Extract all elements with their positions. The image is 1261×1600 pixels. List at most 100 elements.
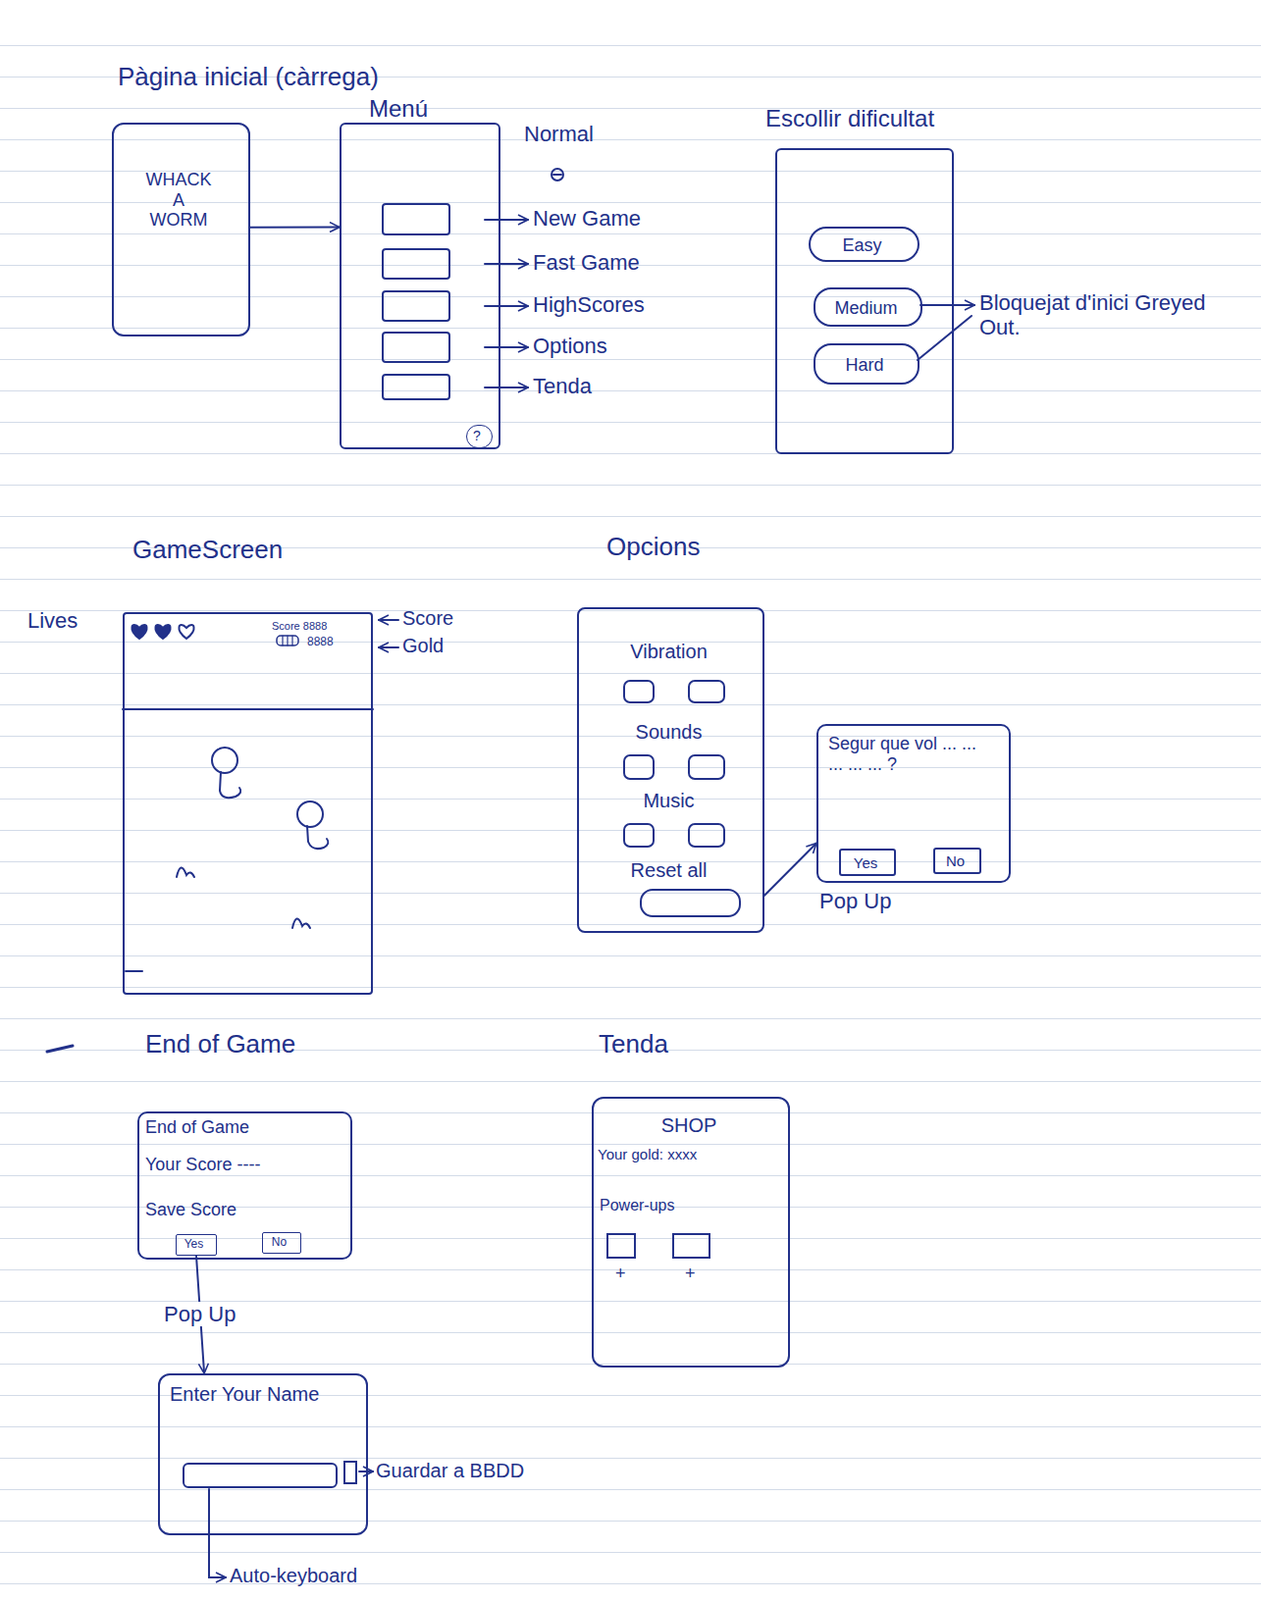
- screen-title: GameScreen: [132, 535, 283, 566]
- screen-title: Opcions: [606, 532, 700, 563]
- dialog-text: Segur que vol ... ... ... ... ... ?: [828, 734, 996, 775]
- annotation: Options: [532, 333, 608, 359]
- callout-arrow: [484, 262, 528, 265]
- button-label: Medium: [815, 298, 917, 319]
- annotation: Auto-keyboard: [229, 1565, 358, 1588]
- gold-readout: 8888: [307, 635, 334, 650]
- option-label: Vibration: [578, 640, 759, 664]
- callout-arrow: [484, 386, 528, 389]
- button: Hard: [813, 343, 920, 385]
- screen-frame: OpcionsVibrationSoundsMusicReset all: [577, 607, 765, 934]
- toggle-button: [688, 681, 725, 703]
- button: Yes: [839, 848, 896, 877]
- annotation: Gold: [402, 634, 444, 658]
- power-up-slot: [607, 1234, 635, 1259]
- edge-label: Pop Up: [160, 1302, 239, 1327]
- callout-arrow: [359, 1471, 373, 1473]
- gold-icon: [286, 635, 288, 646]
- screen-frame: Escollir dificultatEasyMediumHard: [775, 148, 954, 455]
- button: Medium: [813, 287, 923, 327]
- popup-dialog: Enter Your Name: [157, 1373, 368, 1536]
- popup-dialog: Segur que vol ... ... ... ... ... ? Yes No: [816, 724, 1011, 884]
- callout-arrow: [378, 619, 399, 622]
- screen-title: Menú: [368, 95, 428, 123]
- game-logo: WHACK A WORM: [143, 169, 214, 231]
- toggle-button: [688, 824, 725, 847]
- annotation: Pop Up: [819, 889, 892, 914]
- dialog-text: Save Score: [145, 1200, 237, 1221]
- gold-readout: Your gold: xxxx: [597, 1146, 697, 1163]
- icon-label: ?: [467, 427, 487, 444]
- score-readout: Score 8888: [271, 620, 327, 633]
- leader-line: [209, 1489, 226, 1578]
- life-heart: [131, 625, 147, 639]
- life-heart: [178, 625, 194, 639]
- worm: [297, 801, 323, 828]
- toggle-button: [624, 681, 654, 703]
- pen-stroke: [47, 1046, 73, 1052]
- button: No: [933, 847, 982, 875]
- button-label: Hard: [815, 355, 914, 376]
- worm: [307, 826, 328, 849]
- paper-ruling: [0, 39, 1261, 1600]
- mode-icon: [553, 173, 562, 176]
- gold-icon: [291, 635, 293, 646]
- flow-arrow: [764, 843, 817, 896]
- section-label: Power-ups: [599, 1197, 675, 1215]
- menu-button: [382, 374, 450, 400]
- button: No: [262, 1232, 302, 1255]
- callout-line: [917, 315, 972, 361]
- toggle-button: [688, 755, 725, 780]
- screen-title: Pàgina inicial (càrrega): [117, 62, 379, 93]
- flow-arrow: [250, 226, 340, 229]
- annotation: Bloquejat d'inici Greyed Out.: [979, 290, 1225, 341]
- screen-frame: Menú?: [339, 122, 501, 450]
- gold-icon: [276, 635, 299, 646]
- worm: [219, 772, 241, 798]
- mode-icon: [551, 168, 564, 181]
- screen-frame: Pàgina inicial (càrrega)WHACK A WORM: [111, 122, 251, 337]
- header-divider: [122, 708, 373, 711]
- annotation: HighScores: [532, 292, 645, 317]
- annotation: +: [615, 1263, 627, 1285]
- menu-button: [382, 204, 450, 235]
- option-label: Music: [578, 789, 759, 813]
- menu-button: [382, 249, 450, 279]
- option-label: Sounds: [578, 721, 759, 744]
- menu-button: [382, 291, 450, 321]
- button-label: Yes: [840, 854, 891, 872]
- button-label: Easy: [810, 235, 914, 257]
- screen-title: Tenda: [598, 1030, 669, 1060]
- save-button: [344, 1462, 357, 1484]
- annotation: Normal: [524, 121, 594, 147]
- worm-hole: [176, 867, 195, 878]
- callout-arrow: [378, 646, 399, 649]
- option-label: Reset all: [578, 859, 759, 883]
- button-label: No: [262, 1236, 296, 1251]
- screen-frame: TendaSHOPYour gold: xxxxPower-ups: [591, 1097, 790, 1368]
- annotation: Score: [402, 607, 454, 631]
- dialog-text: Enter Your Name: [169, 1383, 327, 1407]
- help-icon: ?: [466, 424, 493, 449]
- annotation: Lives: [27, 608, 78, 633]
- text-input: [183, 1464, 337, 1488]
- annotation: Guardar a BBDD: [375, 1460, 525, 1483]
- worm-hole: [292, 918, 311, 929]
- annotation: New Game: [532, 206, 641, 231]
- annotation: Tenda: [532, 373, 592, 399]
- button: Easy: [808, 226, 920, 263]
- screen-title: Escollir dificultat: [765, 105, 935, 133]
- reset-button: [640, 890, 740, 917]
- callout-arrow: [484, 305, 528, 308]
- life-heart: [155, 625, 170, 639]
- screen-frame: GameScreenScore 88888888: [122, 612, 373, 996]
- button-label: Yes: [176, 1238, 211, 1253]
- menu-button: [382, 332, 450, 363]
- button-label: No: [935, 852, 976, 870]
- callout-arrow: [920, 304, 975, 307]
- button: Yes: [175, 1234, 217, 1257]
- pen-stroke: [125, 970, 143, 973]
- toggle-button: [624, 824, 654, 847]
